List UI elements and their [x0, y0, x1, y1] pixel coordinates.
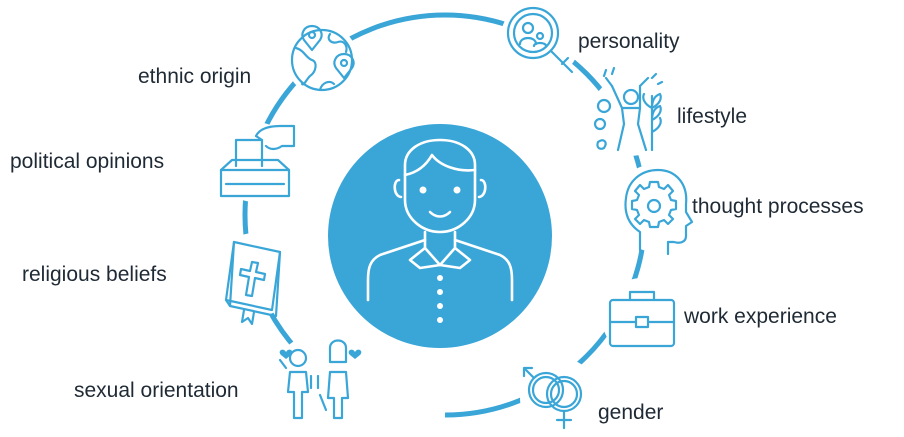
couple-icon [274, 334, 362, 422]
label-work-experience: work experience [684, 305, 837, 328]
active-person-icon [590, 66, 670, 156]
person-avatar-icon [328, 124, 552, 348]
ballot-box-icon [215, 122, 296, 202]
label-ethnic-origin: ethnic origin [138, 65, 252, 88]
gender-symbols-icon [520, 358, 600, 437]
label-thought-processes: thought processes [692, 195, 864, 218]
magnifier-person-icon [500, 0, 580, 80]
globe-location-icon [286, 24, 358, 96]
label-gender: gender [598, 401, 664, 424]
briefcase-icon [602, 278, 682, 358]
label-religious-beliefs: religious beliefs [22, 263, 167, 286]
bible-cross-icon [213, 233, 297, 326]
label-political-opinions: political opinions [10, 150, 165, 173]
head-gear-icon [612, 164, 700, 256]
label-personality: personality [578, 30, 680, 53]
label-sexual-orientation: sexual orientation [74, 379, 239, 402]
label-lifestyle: lifestyle [677, 105, 748, 128]
